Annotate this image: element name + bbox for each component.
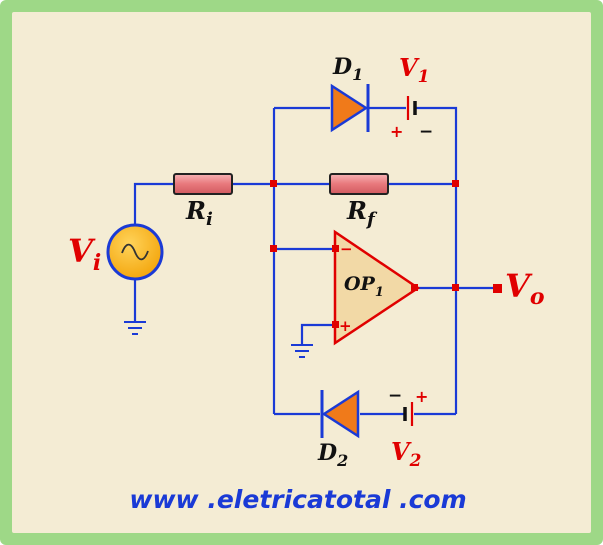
output-terminal [493, 284, 502, 293]
label-vo: Vo [505, 267, 545, 310]
label-vi: Vi [68, 232, 101, 276]
label-op1: OP1 [344, 273, 384, 300]
label-v1: V1 [399, 53, 429, 87]
ground-icon-opamp [291, 344, 313, 358]
resistor-rf [329, 173, 389, 195]
wires [133, 106, 497, 416]
v1-plus-sign: + [390, 122, 403, 141]
ground-icon [124, 321, 146, 335]
battery-v1-icon [406, 96, 417, 120]
ac-source-icon [106, 223, 164, 281]
junction-nodes [270, 180, 502, 328]
v2-minus-sign: − [388, 386, 402, 406]
v1-minus-sign: − [419, 122, 433, 142]
diode-d2-icon [320, 389, 360, 439]
resistor-ri [173, 173, 233, 195]
footer-url[interactable]: www .eletricatotal .com [129, 485, 466, 514]
label-rf: Rf [346, 196, 378, 230]
opamp-minus-sign: − [340, 240, 353, 258]
v2-plus-sign: + [415, 387, 428, 406]
opamp-plus-sign: + [339, 317, 352, 335]
label-d2: D2 [317, 440, 348, 470]
label-d1: D1 [332, 54, 363, 84]
diode-d1-icon [330, 83, 370, 133]
battery-v2-icon [403, 402, 414, 426]
opamp-icon [333, 229, 421, 346]
label-ri: Ri [185, 196, 213, 230]
diagram-panel [12, 12, 591, 533]
label-v2: V2 [391, 437, 422, 471]
